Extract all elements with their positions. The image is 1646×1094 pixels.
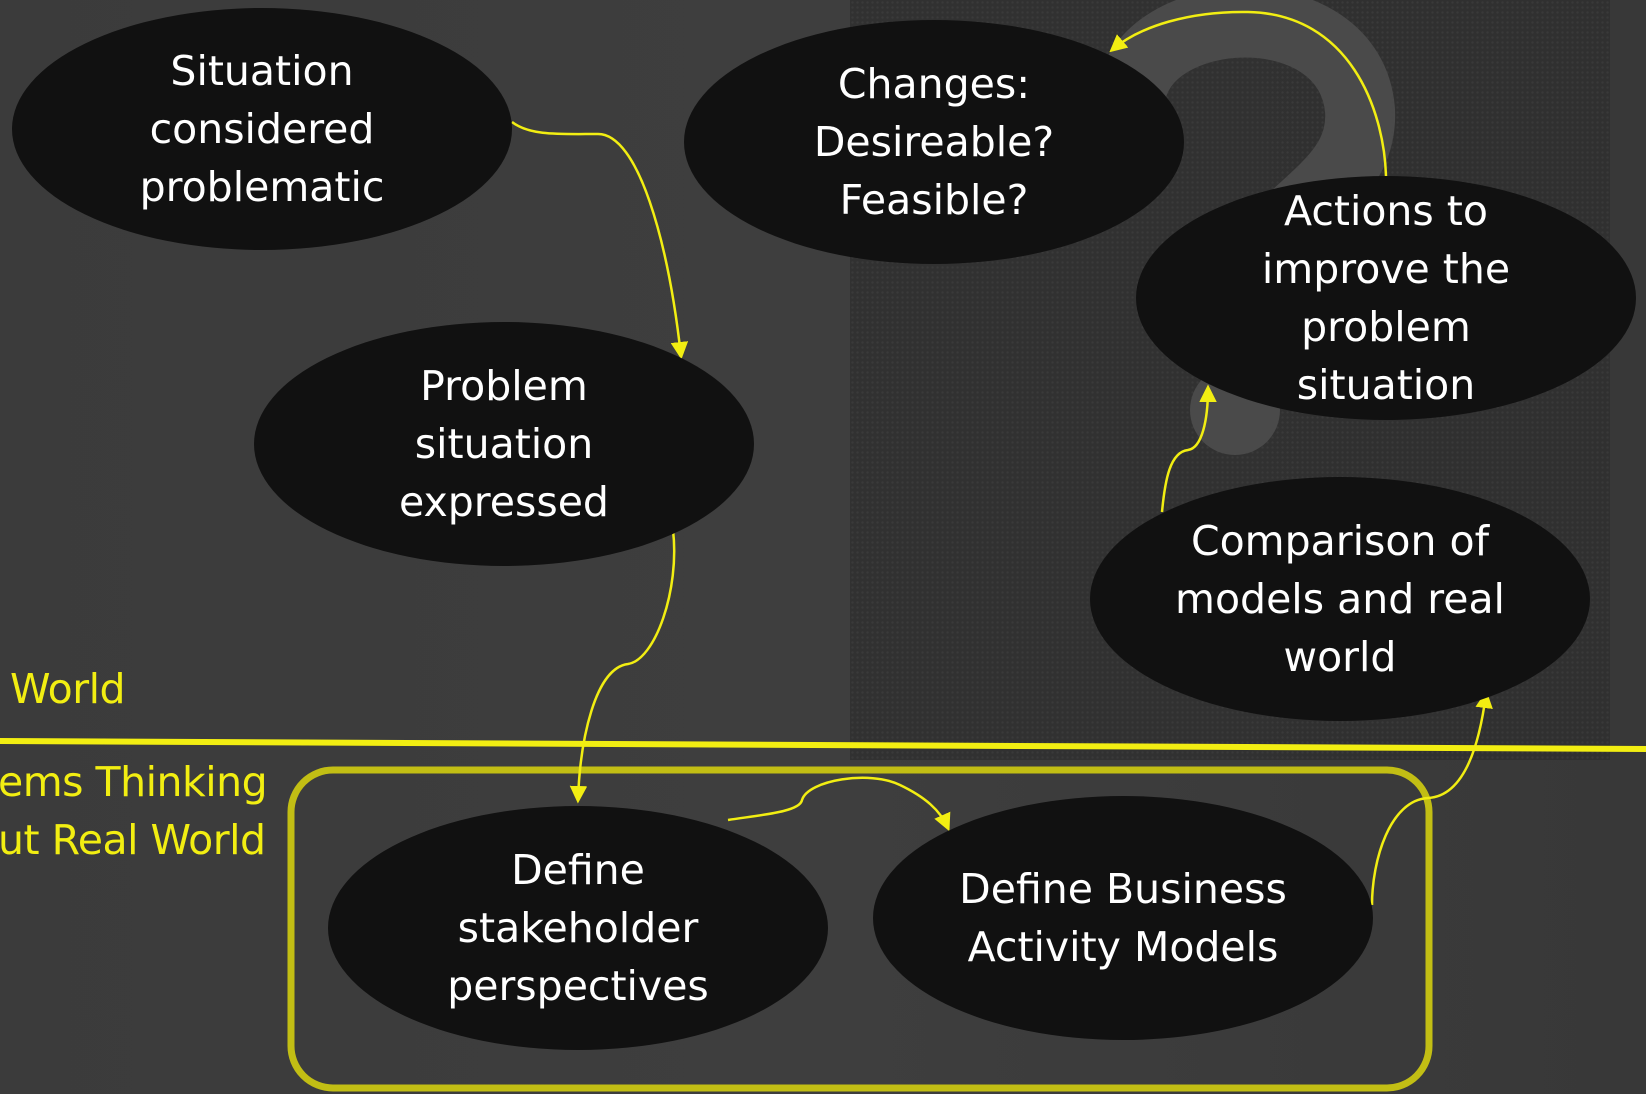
arrow-situation-to-expressed [511,120,689,360]
node-comparison-of-models: Comparison of models and real world [1090,477,1590,721]
node-define-business-activity-models: Define Business Activity Models [873,796,1373,1040]
arrow-comparison-to-actions [1160,384,1217,513]
systems-thinking-label-line1: ems Thinking [0,758,268,806]
world-divider-line [0,738,1646,752]
systems-thinking-label-line2: ut Real World [0,816,266,864]
arrow-actions-to-changes [1109,10,1388,177]
node-changes-desireable-feasible: Changes: Desireable? Feasible? [684,20,1184,264]
real-world-label: World [10,665,126,713]
node-problem-situation-expressed: Problem situation expressed [254,322,754,566]
systems-thinking-box [287,766,1433,1092]
arrow-stakeholder-to-business [727,776,951,832]
node-define-stakeholder-perspectives: Define stakeholder perspectives [328,806,828,1050]
arrow-business-to-comparison [1370,690,1493,906]
node-actions-to-improve: Actions to improve the problem situation [1136,176,1636,420]
node-situation-considered-problematic: Situation considered problematic [12,8,512,250]
arrow-expressed-to-stakeholder [569,529,676,804]
